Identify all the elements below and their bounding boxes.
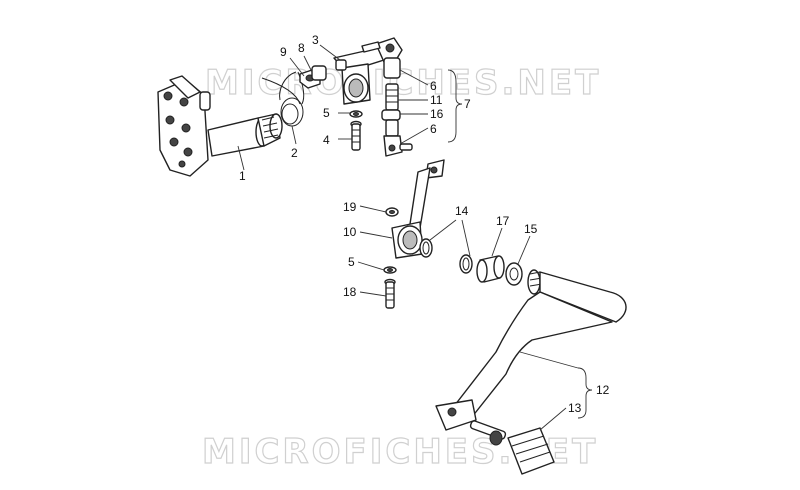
leader-lines <box>237 44 579 431</box>
brace-group-12 <box>577 367 593 419</box>
callout-13: 13 <box>568 401 582 415</box>
callout-14: 14 <box>455 204 469 218</box>
callout-5-lower: 5 <box>348 255 355 269</box>
upper-rod-end <box>361 37 403 79</box>
callout-6-upper: 6 <box>430 79 437 93</box>
callout-9: 9 <box>280 45 287 59</box>
link-rod-assembly <box>381 83 413 157</box>
callout-10: 10 <box>343 225 357 239</box>
callout-7: 7 <box>464 97 471 111</box>
watermark-top: MICROFICHES.NET <box>205 63 601 103</box>
callout-15: 15 <box>524 222 538 236</box>
bush <box>476 255 505 283</box>
callout-16: 16 <box>430 107 444 121</box>
gear-pedal-lever <box>435 269 627 431</box>
callout-5-upper: 5 <box>323 106 330 120</box>
washer <box>505 262 523 286</box>
callout-3: 3 <box>312 33 319 47</box>
callout-2: 2 <box>291 146 298 160</box>
callout-1: 1 <box>239 169 246 183</box>
pedal-rubber <box>469 420 555 475</box>
callout-11: 11 <box>430 93 443 107</box>
callout-8: 8 <box>298 41 305 55</box>
callout-17: 17 <box>496 214 510 228</box>
gear-shaft-with-plate <box>157 75 283 177</box>
upper-washer-and-bolt <box>349 110 363 151</box>
lower-washer-and-bolt <box>383 266 397 309</box>
o-rings <box>419 238 473 274</box>
callout-4: 4 <box>323 133 330 147</box>
callout-18: 18 <box>343 285 357 299</box>
callout-6-lower: 6 <box>430 122 437 136</box>
lower-clamp-lever <box>385 159 445 259</box>
nut-and-bush <box>299 65 327 89</box>
brace-group-7 <box>447 69 463 143</box>
callout-12: 12 <box>596 383 610 397</box>
callout-19: 19 <box>343 200 357 214</box>
